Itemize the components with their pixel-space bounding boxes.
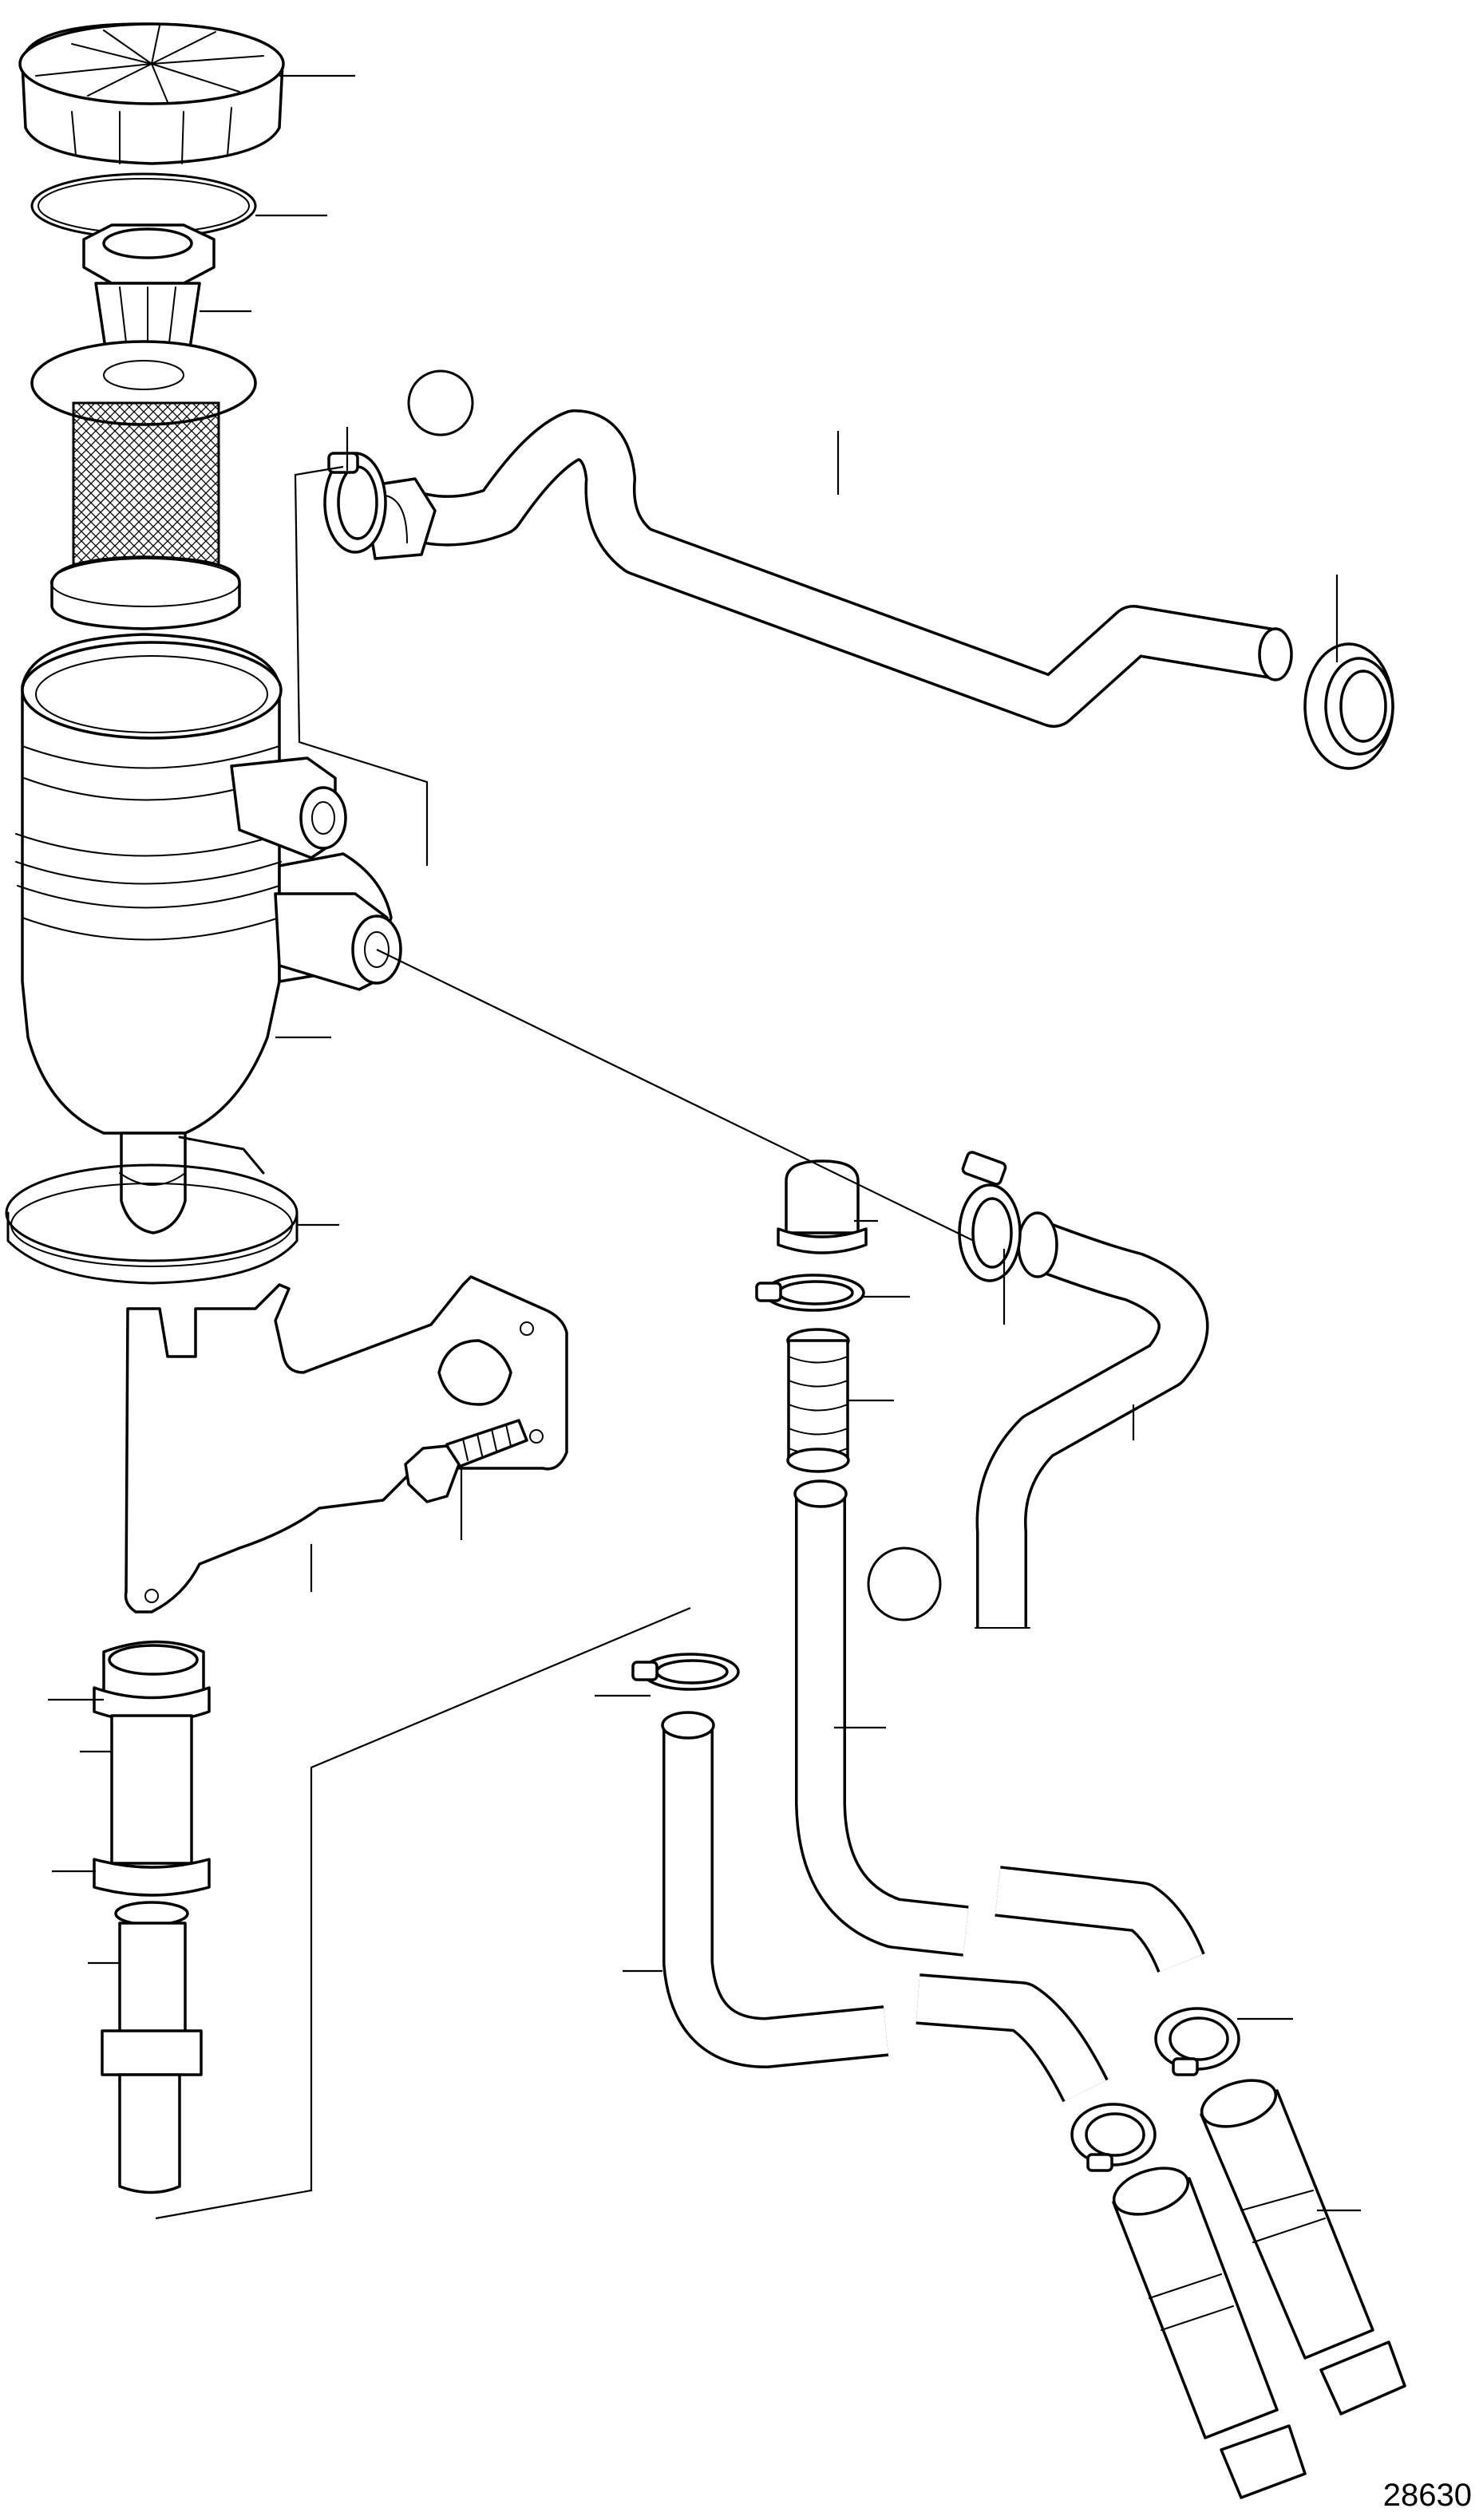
lower-clamp-left — [1070, 2103, 1157, 2172]
long-hose-right — [793, 1479, 1205, 1973]
upper-hose-clamp — [323, 452, 387, 554]
filter-element — [30, 340, 257, 630]
lower-clamp-right — [1154, 2007, 1240, 2076]
leader-lines — [48, 74, 1361, 2212]
filter-cap — [18, 22, 285, 165]
nipple-connector — [786, 1328, 850, 1473]
upper-hose — [362, 409, 1293, 728]
middle-hose-clamp — [958, 1151, 1022, 1282]
left-hose-clamp — [631, 1653, 740, 1691]
hose-end-grommet — [1303, 642, 1394, 770]
assembly-frame-upper — [294, 465, 429, 866]
long-hose-left — [661, 1711, 1109, 2103]
pipe-connector-stack — [93, 1640, 211, 2194]
end-cap-clamp — [755, 1274, 865, 1312]
assembly-frame-lower — [155, 1606, 691, 2220]
bracket-screw — [404, 1419, 528, 1503]
end-cap — [777, 1159, 868, 1254]
mounting-strap — [5, 1136, 299, 1285]
reference-circle-lower — [867, 1546, 942, 1621]
figure-number: 28630 — [1382, 2478, 1472, 2513]
tail-pipe-right — [1200, 2079, 1406, 2415]
filter-housing — [15, 633, 402, 1234]
tail-pipe-left — [1112, 2166, 1307, 2499]
reference-circle-upper — [407, 369, 474, 436]
mounting-bracket — [124, 1275, 568, 1614]
middle-hose — [975, 1211, 1209, 1629]
